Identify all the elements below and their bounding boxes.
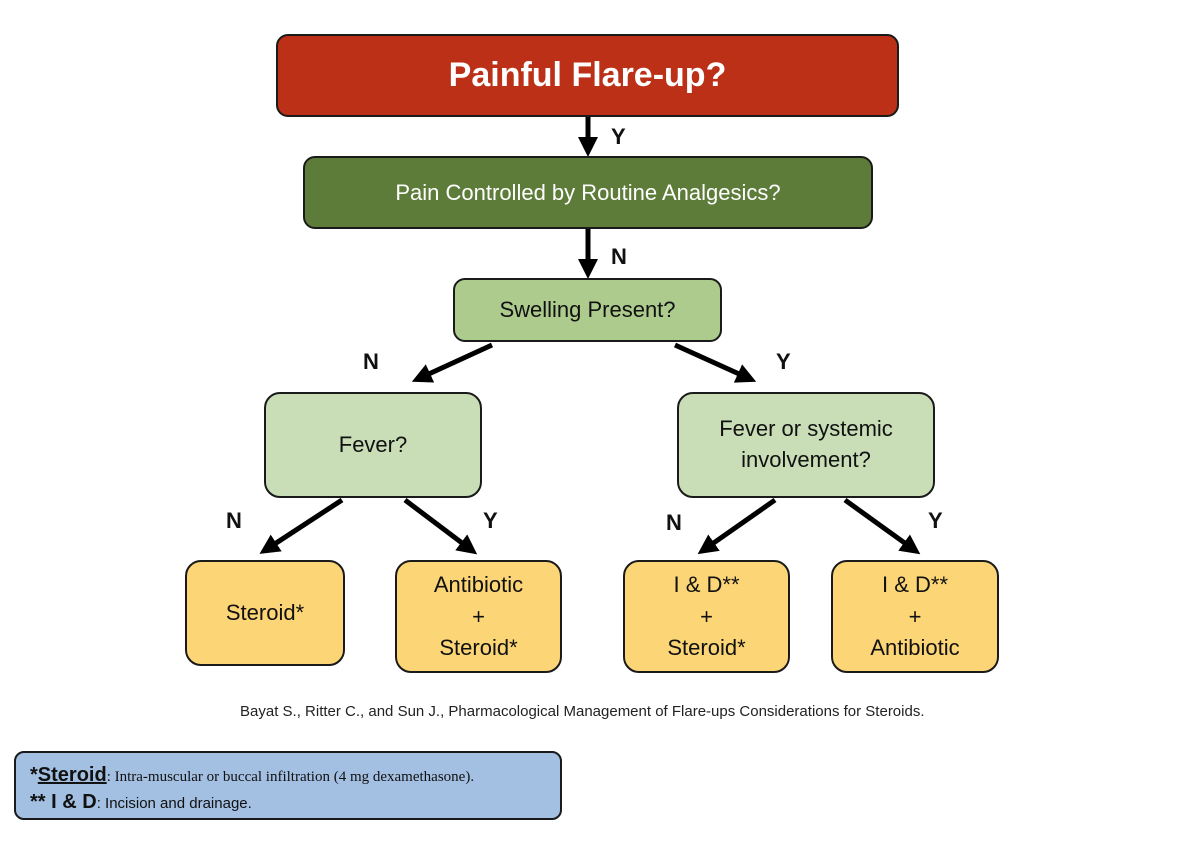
outcome-label-line: + [700, 603, 713, 629]
outcome-label-line: Steroid* [439, 635, 518, 661]
legend-box: *Steroid: Intra-muscular or buccal infil… [14, 751, 562, 820]
arrow-fever-to-steroid [259, 497, 344, 554]
legend-definition: : Incision and drainage. [96, 795, 252, 812]
legend-row-id: ** I & D: Incision and drainage. [30, 790, 560, 816]
citation: Bayat S., Ritter C., and Sun J., Pharmac… [240, 703, 925, 720]
outcome-id-steroid: I & D** + Steroid* [623, 560, 790, 673]
arrow-systemic-to-id-antibiotic [843, 497, 921, 555]
edge-label-swelling-to-systemic: Y [776, 349, 791, 374]
outcome-label-line: + [908, 603, 922, 629]
edge-label-fever-to-steroid: N [226, 508, 242, 533]
outcome-label-line: Steroid* [225, 600, 305, 626]
node-label: Fever? [338, 432, 408, 457]
outcome-label-line: Antibiotic [433, 571, 524, 597]
edge-label-fever-to-antibiotic: Y [483, 508, 498, 533]
node-label: Swelling Present? [499, 297, 676, 322]
edge-label-systemic-to-id-antibiotic: Y [928, 508, 943, 533]
legend-term: Steroid [37, 764, 107, 786]
legend-row-steroid: *Steroid: Intra-muscular or buccal infil… [30, 763, 560, 790]
node-fever: Fever? [264, 392, 482, 498]
edge-label-systemic-to-id-steroid: N [666, 510, 682, 535]
outcome-label-line: I & D** [673, 571, 740, 597]
node-label-line: involvement? [741, 447, 871, 472]
outcome-antibiotic-steroid: Antibiotic + Steroid* [395, 560, 562, 673]
outcome-label-line: + [472, 603, 485, 629]
node-label: Pain Controlled by Routine Analgesics? [395, 179, 781, 205]
outcome-id-antibiotic: I & D** + Antibiotic [831, 560, 999, 673]
edge-label-swelling-to-fever: N [363, 349, 379, 374]
legend-definition: : Intra-muscular or buccal infiltration … [106, 769, 475, 785]
node-swelling-present: Swelling Present? [453, 278, 722, 342]
node-fever-systemic: Fever or systemic involvement? [677, 392, 935, 498]
arrow-fever-to-antibiotic [403, 498, 478, 555]
arrow-systemic-to-id-steroid [697, 497, 777, 555]
node-label-line: Fever or systemic [719, 416, 893, 442]
outcome-label-line: Steroid* [667, 635, 746, 661]
node-pain-controlled: Pain Controlled by Routine Analgesics? [303, 156, 873, 229]
legend-term: I & D [51, 791, 97, 813]
edge-label-pain-to-swelling: N [611, 244, 627, 269]
edge-label-flareup-to-pain: Y [611, 124, 626, 149]
outcome-label-line: Antibiotic [870, 635, 960, 661]
legend-marker: ** [30, 791, 52, 813]
arrow-swelling-to-systemic [673, 342, 757, 383]
node-painful-flareup: Painful Flare-up? [276, 34, 899, 117]
outcome-label-line: I & D** [881, 571, 949, 597]
node-label: Painful Flare-up? [448, 56, 727, 94]
arrow-swelling-to-fever [411, 342, 494, 383]
legend-marker: * [30, 764, 38, 786]
outcome-steroid: Steroid* [185, 560, 345, 666]
